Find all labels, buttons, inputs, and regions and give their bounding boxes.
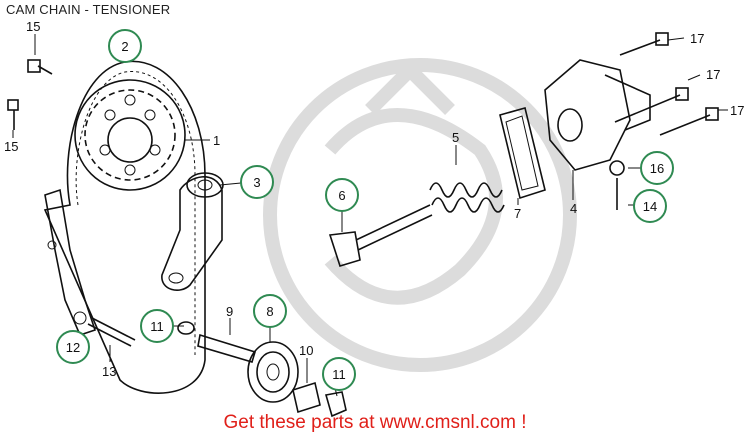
callout-2: 2 <box>108 29 142 63</box>
svg-text:15: 15 <box>4 139 18 154</box>
callout-12: 12 <box>56 330 90 364</box>
callout-17a: 17 <box>690 31 704 46</box>
guide-pin <box>87 317 136 347</box>
bolts-17 <box>614 32 719 136</box>
svg-text:16: 16 <box>650 161 664 176</box>
tensioner-housing <box>544 59 651 171</box>
svg-text:17: 17 <box>730 103 744 118</box>
svg-text:4: 4 <box>570 201 577 216</box>
callout-15a: 15 <box>26 19 40 34</box>
tensioner-shaft <box>177 321 256 363</box>
promo-footer-text: Get these parts at www.cmsnl.com ! <box>223 412 527 433</box>
svg-text:1: 1 <box>213 133 220 148</box>
svg-text:17: 17 <box>706 67 720 82</box>
callout-16: 16 <box>640 151 674 185</box>
svg-text:8: 8 <box>266 304 273 319</box>
tensioner-spring <box>429 182 505 213</box>
callout-13: 13 <box>102 364 116 379</box>
cam-sprocket <box>74 79 186 191</box>
svg-text:3: 3 <box>253 175 260 190</box>
svg-text:11: 11 <box>332 367 346 382</box>
callout-17b: 17 <box>706 67 720 82</box>
callout-5: 5 <box>452 130 459 145</box>
svg-text:6: 6 <box>338 188 345 203</box>
callout-15b: 15 <box>4 139 18 154</box>
callout-7: 7 <box>514 206 521 221</box>
tensioner-arm <box>161 172 224 291</box>
cam-chain <box>43 60 206 394</box>
chain-guide-left <box>44 188 97 336</box>
callout-4: 4 <box>570 201 577 216</box>
callout-9: 9 <box>226 304 233 319</box>
svg-text:17: 17 <box>690 31 704 46</box>
bolt-14-nut-16 <box>609 160 625 210</box>
callout-11a: 11 <box>140 309 174 343</box>
callout-6: 6 <box>325 178 359 212</box>
leader-lines <box>12 34 728 397</box>
callout-1: 1 <box>213 133 220 148</box>
tensioner-roller <box>247 341 299 403</box>
svg-text:9: 9 <box>226 304 233 319</box>
callout-3: 3 <box>240 165 274 199</box>
svg-text:11: 11 <box>150 319 164 334</box>
callout-14: 14 <box>633 189 667 223</box>
svg-text:2: 2 <box>121 39 128 54</box>
callout-8: 8 <box>253 294 287 328</box>
diagram-title: CAM CHAIN - TENSIONER <box>6 2 171 17</box>
watermark-logo <box>263 58 577 372</box>
callout-11b: 11 <box>322 357 356 391</box>
svg-text:5: 5 <box>452 130 459 145</box>
callouts: 1 2 3 4 5 6 7 8 9 10 11 11 12 13 14 15 1… <box>4 19 744 391</box>
svg-text:15: 15 <box>26 19 40 34</box>
bolts-15 <box>7 59 53 130</box>
callout-10: 10 <box>299 343 313 358</box>
gasket <box>499 107 546 200</box>
push-rod <box>328 204 433 267</box>
svg-text:13: 13 <box>102 364 116 379</box>
callout-17c: 17 <box>730 103 744 118</box>
svg-text:14: 14 <box>643 199 657 214</box>
svg-text:10: 10 <box>299 343 313 358</box>
svg-text:12: 12 <box>66 340 80 355</box>
svg-text:7: 7 <box>514 206 521 221</box>
